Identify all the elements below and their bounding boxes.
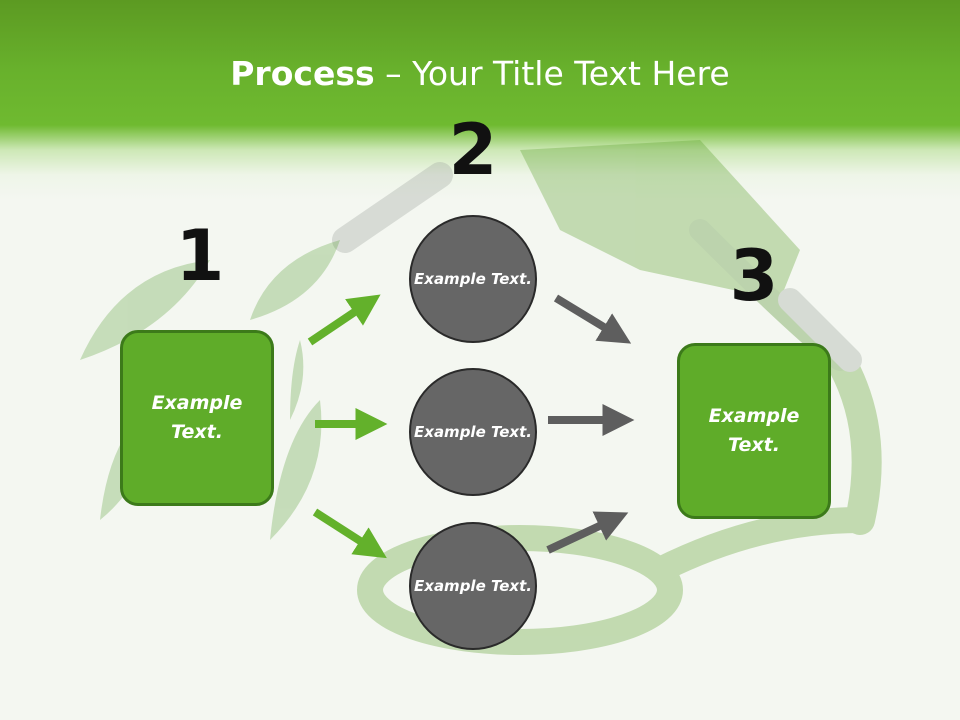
- step-number-2: 2: [448, 109, 498, 191]
- step-2-circle-middle-label: Example Text.: [414, 422, 532, 441]
- step-2-circle-top-label: Example Text.: [414, 269, 532, 288]
- step-3-box: Example Text.: [677, 343, 831, 519]
- header-band: [0, 0, 960, 200]
- arrow-gray-up-icon: [546, 511, 629, 554]
- step-1-box: Example Text.: [120, 330, 274, 506]
- arrow-gray-down-icon: [553, 294, 632, 344]
- page-title: Process – Your Title Text Here: [0, 52, 960, 96]
- arrow-green-up-icon: [307, 294, 381, 346]
- step-2-circle-top: Example Text.: [409, 215, 537, 343]
- step-2-circle-bottom: Example Text.: [409, 522, 537, 650]
- title-rest: – Your Title Text Here: [374, 54, 730, 93]
- step-2-circle-middle: Example Text.: [409, 368, 537, 496]
- step-number-3: 3: [729, 235, 779, 317]
- title-bold: Process: [230, 54, 375, 93]
- arrow-green-down-icon: [312, 508, 387, 559]
- step-3-box-label: Example Text.: [708, 405, 800, 456]
- step-1-box-label: Example Text.: [151, 392, 243, 443]
- step-2-circle-bottom-label: Example Text.: [414, 576, 532, 595]
- step-number-1: 1: [175, 215, 225, 297]
